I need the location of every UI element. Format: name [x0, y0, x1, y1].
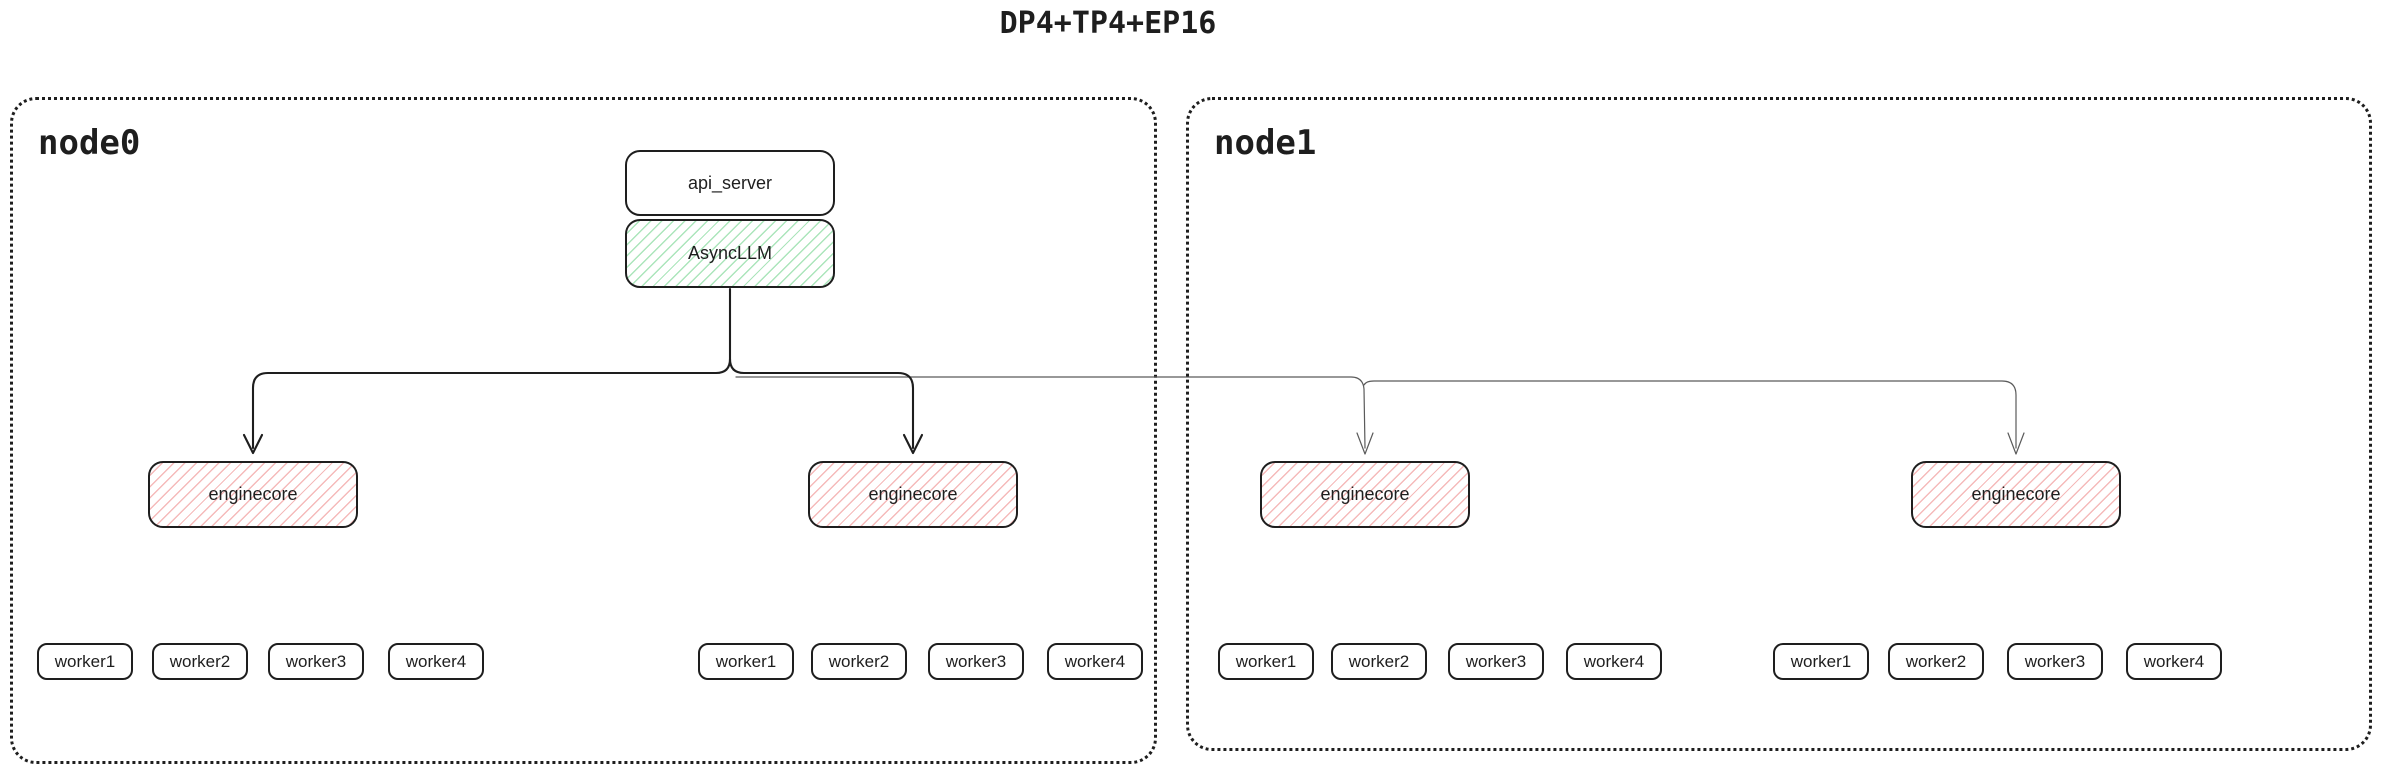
worker-box: worker2	[152, 643, 248, 680]
api-server-box: api_server	[625, 150, 835, 216]
worker-box: worker4	[388, 643, 484, 680]
worker-box: worker1	[1773, 643, 1869, 680]
worker-box: worker1	[1218, 643, 1314, 680]
worker-box: worker3	[268, 643, 364, 680]
worker-box: worker2	[811, 643, 907, 680]
worker-box: worker2	[1888, 643, 1984, 680]
node1-enginecore1-box: enginecore	[1260, 461, 1470, 528]
node0-enginecore1-box: enginecore	[148, 461, 358, 528]
node0-enginecore2-box: enginecore	[808, 461, 1018, 528]
worker-box: worker4	[1047, 643, 1143, 680]
worker-box: worker1	[37, 643, 133, 680]
worker-box: worker3	[928, 643, 1024, 680]
worker-box: worker4	[2126, 643, 2222, 680]
node0-label: node0	[38, 123, 141, 163]
diagram-title: DP4+TP4+EP16	[999, 6, 1217, 41]
node1-enginecore2-box: enginecore	[1911, 461, 2121, 528]
node1-label: node1	[1214, 123, 1317, 163]
worker-box: worker3	[2007, 643, 2103, 680]
worker-box: worker2	[1331, 643, 1427, 680]
worker-box: worker4	[1566, 643, 1662, 680]
worker-box: worker3	[1448, 643, 1544, 680]
worker-box: worker1	[698, 643, 794, 680]
asyncllm-box: AsyncLLM	[625, 219, 835, 288]
